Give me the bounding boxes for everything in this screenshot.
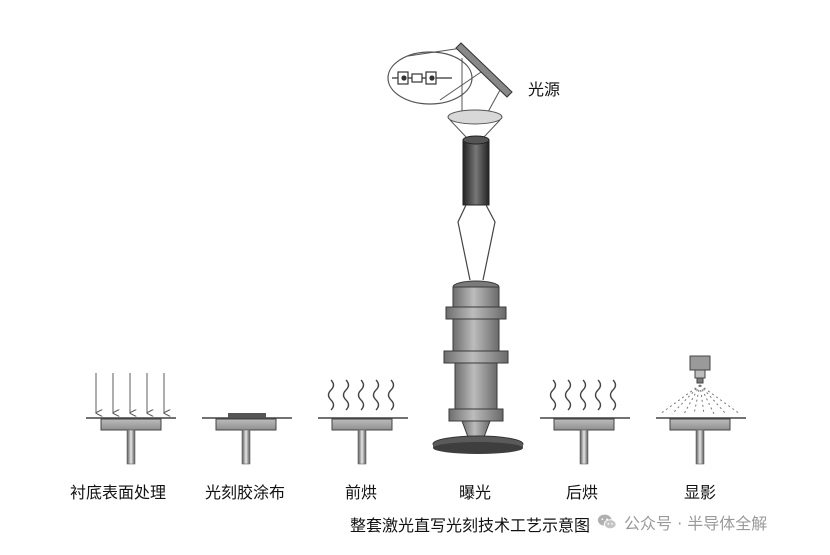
- light-source-label: 光源: [528, 80, 561, 99]
- beam: [482, 204, 496, 281]
- wafer-chuck: [331, 418, 393, 431]
- beam: [449, 119, 468, 139]
- condenser-lens: [447, 109, 503, 125]
- station-label-exposure: 曝光: [459, 483, 492, 502]
- figure-caption: 整套激光直写光刻技术工艺示意图: [349, 516, 590, 535]
- chuck-shaft: [126, 429, 136, 465]
- chuck-shaft: [579, 429, 589, 465]
- station-prebake: [318, 379, 408, 465]
- chuck-shaft: [695, 429, 705, 465]
- wafer-chuck: [553, 418, 615, 431]
- wafer-chuck: [669, 418, 731, 431]
- station-label-develop: 显影: [684, 483, 717, 502]
- spray-droplets: [659, 384, 741, 415]
- wafer-chuck: [100, 418, 162, 431]
- resist-layer: [228, 413, 266, 418]
- spray-nozzle: [689, 355, 711, 384]
- chuck-shaft: [241, 429, 251, 465]
- wafer-chuck: [215, 418, 277, 431]
- stage-base-bottom: [433, 442, 523, 454]
- station-label-postbake: 后烘: [566, 483, 599, 502]
- heat-waves: [327, 379, 395, 411]
- lamp-icon: [392, 71, 452, 85]
- beam: [457, 204, 471, 281]
- station-label-coat: 光刻胶涂布: [205, 483, 286, 502]
- station-substrate: [86, 373, 176, 465]
- station-coat: [202, 413, 292, 465]
- wechat-icon: [597, 514, 617, 530]
- watermark: 公众号 · 半导体全解: [596, 508, 767, 536]
- chuck-shaft: [357, 429, 367, 465]
- station-label-prebake: 前烘: [345, 483, 378, 502]
- station-develop: [656, 355, 746, 465]
- station-label-substrate: 衬底表面处理: [70, 483, 167, 502]
- laser-tube: [462, 139, 490, 206]
- station-exposure: [387, 42, 524, 454]
- heat-waves: [549, 379, 617, 411]
- station-postbake: [540, 379, 630, 465]
- tube-top: [462, 135, 490, 145]
- objective-lens: [443, 280, 509, 442]
- beam: [487, 89, 501, 113]
- mirror: [455, 42, 513, 98]
- beam: [407, 47, 463, 57]
- watermark-text: 公众号 · 半导体全解: [624, 514, 768, 533]
- beam: [482, 119, 501, 139]
- down-arrows: [96, 373, 164, 413]
